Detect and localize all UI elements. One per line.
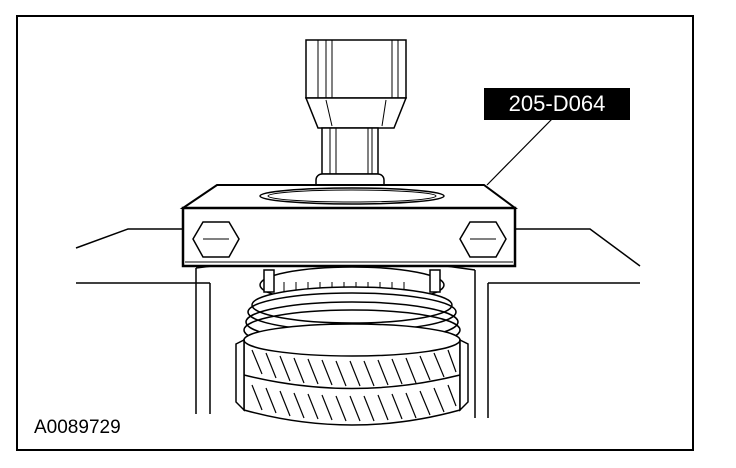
right-hex-bolt bbox=[459, 221, 507, 258]
tool-callout-label: 205-D064 bbox=[509, 91, 606, 116]
helical-gear bbox=[235, 323, 469, 426]
installer-plate bbox=[179, 184, 519, 268]
tool-callout-box bbox=[484, 88, 630, 120]
left-hex-bolt bbox=[192, 221, 240, 258]
callout-leader-line bbox=[486, 117, 554, 186]
figure-id: A0089729 bbox=[34, 417, 121, 438]
press-ram bbox=[304, 39, 408, 197]
